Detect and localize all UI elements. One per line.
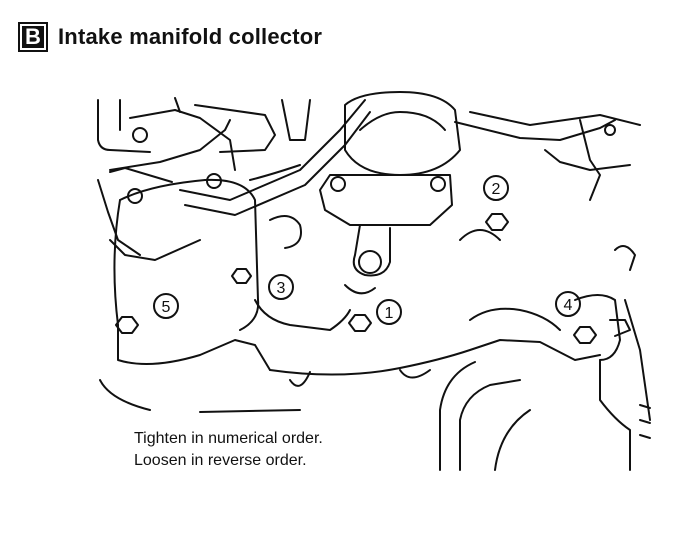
callout-5: 5 xyxy=(153,293,179,319)
instruction-tighten: Tighten in numerical order. xyxy=(134,430,323,447)
engine-block-lower xyxy=(99,299,651,471)
callout-3: 3 xyxy=(268,274,294,300)
callout-3-label: 3 xyxy=(277,280,286,297)
callout-1: 1 xyxy=(376,299,402,325)
bolt-2-head xyxy=(485,213,509,231)
instruction-caption: Tighten in numerical order. Loosen in re… xyxy=(134,428,323,472)
bolt-4-head xyxy=(573,326,597,344)
bolt-1-head xyxy=(348,314,372,332)
figure-header: B Intake manifold collector xyxy=(18,22,322,52)
callout-1-label: 1 xyxy=(385,305,394,322)
collector-body xyxy=(319,91,461,295)
callout-2-label: 2 xyxy=(492,181,501,198)
bolt-callouts: 1 2 3 4 5 xyxy=(153,175,581,325)
manifold-housing xyxy=(113,99,636,376)
figure-title: Intake manifold collector xyxy=(58,24,323,49)
bolt-3-head xyxy=(231,268,252,284)
callout-5-label: 5 xyxy=(162,299,171,316)
instruction-loosen: Loosen in reverse order. xyxy=(134,452,307,469)
bolt-5-head xyxy=(115,316,139,334)
callout-2: 2 xyxy=(483,175,509,201)
section-badge: B xyxy=(18,22,48,52)
bolt-heads xyxy=(115,124,631,344)
callout-4-label: 4 xyxy=(564,297,573,314)
hose-lines xyxy=(97,97,641,261)
callout-4: 4 xyxy=(555,291,581,317)
